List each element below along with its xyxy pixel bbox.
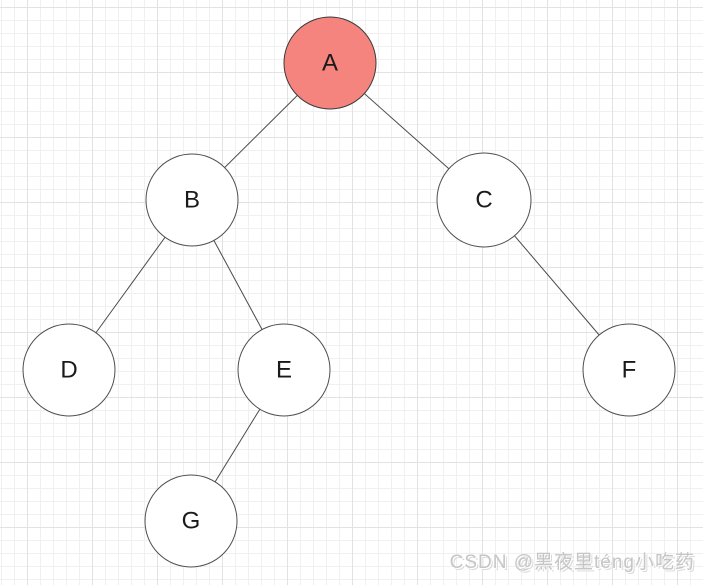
- node-label-B: B: [184, 187, 200, 214]
- node-layer: A B C D E F G: [22, 16, 676, 568]
- node-label-G: G: [182, 508, 201, 535]
- tree-node-B: B: [145, 153, 239, 247]
- node-circle-A: [283, 16, 377, 110]
- node-circle-D: [22, 323, 116, 417]
- node-label-C: C: [475, 187, 492, 214]
- tree-node-E: E: [237, 323, 331, 417]
- tree-node-C: C: [436, 152, 532, 248]
- tree-node-F: F: [582, 323, 676, 417]
- node-circle-F: [582, 323, 676, 417]
- tree-node-G: G: [144, 474, 238, 568]
- node-label-E: E: [276, 357, 292, 384]
- node-label-A: A: [322, 50, 338, 77]
- node-circle-B: [145, 153, 239, 247]
- node-label-D: D: [60, 357, 77, 384]
- tree-node-D: D: [22, 323, 116, 417]
- node-circle-G: [144, 474, 238, 568]
- node-label-F: F: [622, 357, 637, 384]
- edge-layer: [68, 62, 630, 522]
- node-circle-E: [237, 323, 331, 417]
- node-circle-C: [436, 152, 532, 248]
- csdn-watermark: CSDN @黑夜里téng小吃药: [449, 552, 695, 573]
- tree-node-A: A: [283, 16, 377, 110]
